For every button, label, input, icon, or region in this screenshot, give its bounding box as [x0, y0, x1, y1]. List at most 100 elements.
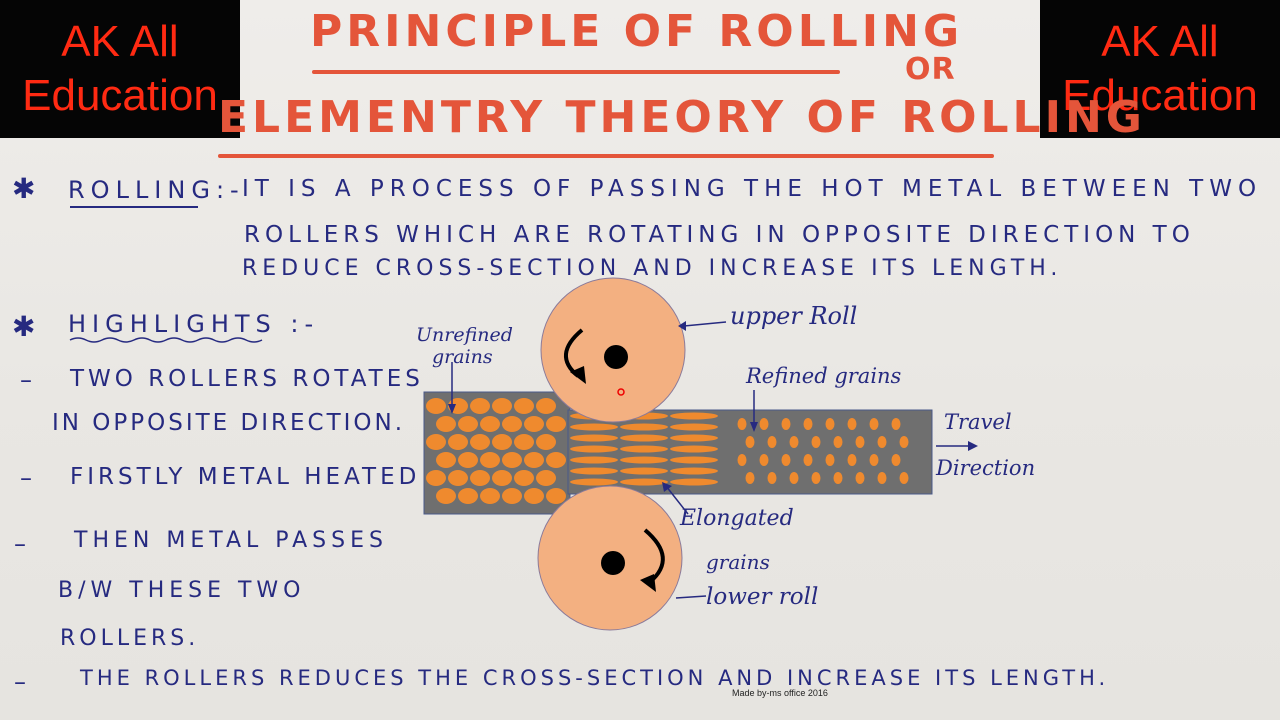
unrefined-grain [436, 488, 456, 504]
unrefined-grain [458, 488, 478, 504]
elongated-grains [570, 412, 718, 486]
point3-line3: ROLLERS. [60, 626, 200, 651]
elongated-grain [570, 467, 618, 475]
label-upper-roll: upper Roll [730, 302, 858, 330]
refined-grain [869, 418, 879, 430]
rolling-underline [70, 206, 198, 208]
title-underline [312, 70, 840, 74]
unrefined-grain [492, 434, 512, 450]
unrefined-grain [514, 470, 534, 486]
label-elongated-1: Elongated [680, 506, 794, 531]
unrefined-grain [480, 488, 500, 504]
unrefined-grain [514, 434, 534, 450]
lower-roll-pointer [675, 595, 707, 599]
upper-roller-axle [604, 345, 628, 369]
unrefined-grain [536, 434, 556, 450]
refined-grain [825, 454, 835, 466]
refined-grain [847, 454, 857, 466]
brand-line2: Education [22, 71, 218, 120]
refined-grain [899, 436, 909, 448]
refined-grain [855, 436, 865, 448]
elongated-grain [620, 478, 668, 486]
refined-grain [745, 436, 755, 448]
unrefined-grain [492, 470, 512, 486]
elongated-grain [670, 412, 718, 420]
elongated-grain [620, 434, 668, 442]
label-travel: Travel [944, 410, 1012, 434]
brand-logo-left: AK All Education [0, 0, 240, 138]
label-lower-roll: lower roll [706, 584, 819, 610]
unrefined-grain [480, 416, 500, 432]
brand-line2: Education [1062, 71, 1258, 120]
refined-grain [811, 472, 821, 484]
unrefined-grains [426, 398, 566, 504]
unrefined-grain [514, 398, 534, 414]
label-refined-grains: Refined grains [746, 364, 902, 388]
refined-grain [869, 454, 879, 466]
refined-grain [789, 436, 799, 448]
unrefined-grain [458, 452, 478, 468]
refined-grain [891, 418, 901, 430]
elongated-grain [570, 423, 618, 431]
unrefined-grain [546, 452, 566, 468]
unrefined-grain [448, 470, 468, 486]
refined-grains [737, 418, 909, 484]
refined-grain [781, 454, 791, 466]
refined-grain [877, 472, 887, 484]
unrefined-grain [470, 434, 490, 450]
elongated-grain [570, 478, 618, 486]
label-unrefined-1: Unrefined [416, 324, 513, 346]
credit-text: Made by-ms office 2016 [732, 688, 828, 698]
unrefined-grain [426, 398, 446, 414]
elongated-grain [570, 456, 618, 464]
rolling-definition-line2: ROLLERS WHICH ARE ROTATING IN OPPOSITE D… [244, 222, 1195, 248]
refined-grain [737, 418, 747, 430]
title-line2: ELEMENTRY THEORY OF ROLLING [218, 92, 1146, 143]
unrefined-grain [426, 434, 446, 450]
refined-grain [737, 454, 747, 466]
highlights-underline [69, 337, 263, 343]
unrefined-grain [470, 398, 490, 414]
refined-grain [781, 418, 791, 430]
bullet-dash: – [14, 668, 32, 696]
label-unrefined-2: grains [432, 346, 493, 368]
bullet-star: ✱ [12, 172, 42, 205]
rolling-term: ROLLING:- [68, 176, 245, 204]
unrefined-grain [480, 452, 500, 468]
refined-grain [891, 454, 901, 466]
brand-line1: AK All [1101, 17, 1219, 66]
bullet-dash: – [20, 366, 38, 394]
refined-grain [767, 472, 777, 484]
unrefined-grain [436, 452, 456, 468]
upper-roll-pointer [683, 321, 727, 327]
unrefined-grain [502, 452, 522, 468]
cursor-dot [617, 388, 625, 396]
lower-roller-axle [601, 551, 625, 575]
elongated-grain [620, 467, 668, 475]
title-or: OR [905, 52, 956, 87]
lower-roller-rotation-arrow [643, 528, 665, 584]
refined-grain [833, 436, 843, 448]
unrefined-grain [536, 398, 556, 414]
point1-line1: TWO ROLLERS ROTATES [70, 366, 424, 392]
title-line1: PRINCIPLE OF ROLLING [310, 6, 964, 57]
refined-grain [847, 418, 857, 430]
elongated-grain [670, 478, 718, 486]
unrefined-grain [426, 470, 446, 486]
unrefined-grain [448, 434, 468, 450]
elongated-grain [620, 456, 668, 464]
refined-grain [789, 472, 799, 484]
brand-line1: AK All [61, 17, 179, 66]
label-elongated-2: grains [706, 550, 770, 574]
bullet-dash: – [14, 530, 32, 558]
refined-grain [767, 436, 777, 448]
point3-line2: B/W THESE TWO [58, 578, 306, 603]
unrefined-grain [546, 488, 566, 504]
unrefined-grain [458, 416, 478, 432]
elongated-grain [670, 434, 718, 442]
unrefined-grain [502, 416, 522, 432]
refined-grain [811, 436, 821, 448]
unrefined-grain [436, 416, 456, 432]
refined-grain [877, 436, 887, 448]
